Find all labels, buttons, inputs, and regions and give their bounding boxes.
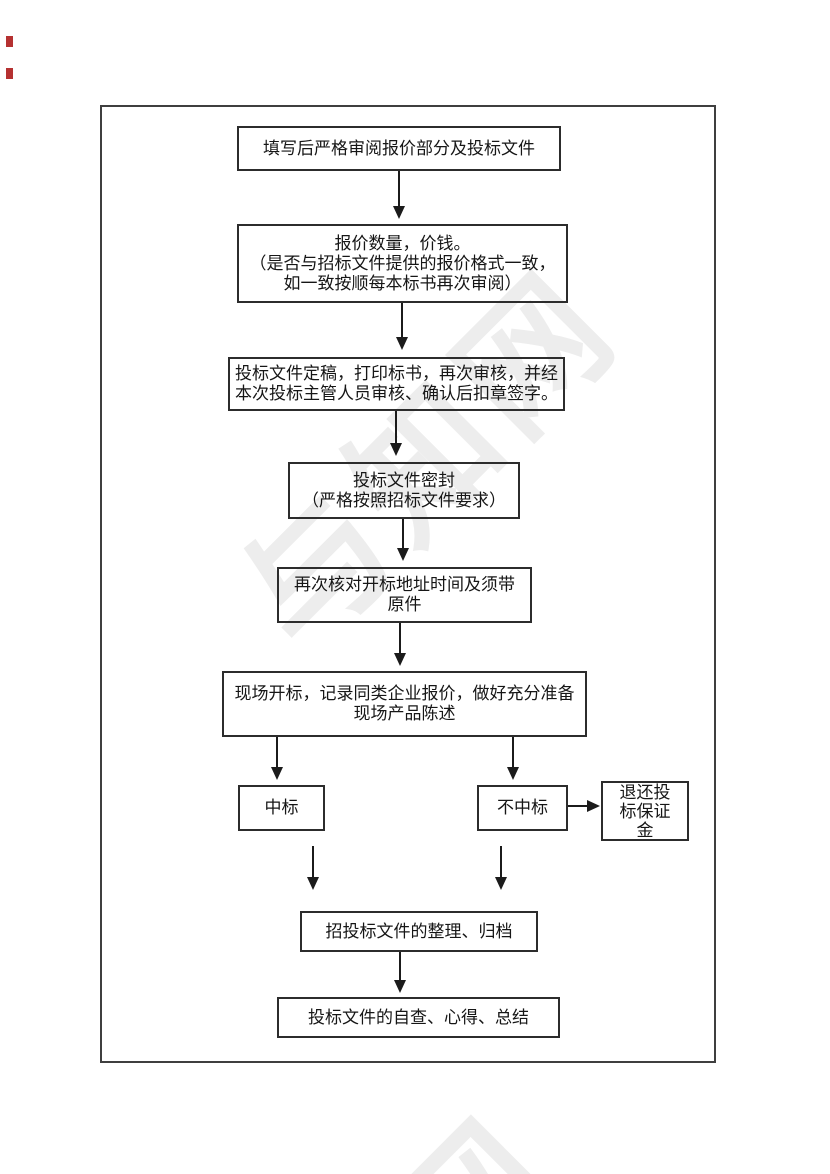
flow-step-verify-opening: 再次核对开标地址时间及须带 原件 — [277, 567, 532, 623]
arrowhead-lose-archive — [495, 877, 507, 890]
flow-step-finalize-print: 投标文件定稿，打印标书，再次审核，并经 本次投标主管人员审核、确认后扣章签字。 — [228, 357, 565, 411]
flow-step-refund-deposit: 退还投 标保证 金 — [601, 781, 689, 841]
arrowhead-win-archive — [307, 877, 319, 890]
red-edge-mark — [6, 36, 13, 47]
flow-step-archive-documents: 招投标文件的整理、归档 — [300, 911, 538, 952]
arrow-step2-step3 — [401, 303, 403, 337]
arrowhead-step6-lose — [507, 767, 519, 780]
arrow-step6-lose — [512, 737, 514, 767]
arrow-step4-step5 — [402, 519, 404, 548]
flow-step-lose-bid: 不中标 — [477, 785, 568, 831]
watermark-bottom-text: 网 — [332, 1061, 602, 1174]
arrow-archive-review — [399, 952, 401, 981]
arrow-step1-step2 — [398, 171, 400, 207]
arrow-lose-refund — [568, 805, 587, 807]
flow-step-seal-document: 投标文件密封 （严格按照招标文件要求） — [288, 462, 520, 519]
arrowhead-archive-review — [394, 980, 406, 993]
red-edge-mark — [6, 68, 13, 79]
flow-step-self-review-summary: 投标文件的自查、心得、总结 — [277, 997, 560, 1038]
arrowhead-step5-step6 — [394, 653, 406, 666]
flow-step-review-after-fill: 填写后严格审阅报价部分及投标文件 — [237, 126, 561, 171]
arrowhead-step2-step3 — [396, 337, 408, 350]
arrowhead-lose-refund — [587, 800, 600, 812]
arrow-step3-step4 — [395, 411, 397, 443]
arrow-lose-archive — [500, 846, 502, 878]
arrowhead-step3-step4 — [390, 443, 402, 456]
arrowhead-step1-step2 — [393, 206, 405, 219]
arrow-win-archive — [312, 846, 314, 878]
arrow-step5-step6 — [399, 623, 401, 653]
flow-step-onsite-opening: 现场开标，记录同类企业报价，做好充分准备 现场产品陈述 — [222, 671, 587, 737]
arrowhead-step6-win — [271, 767, 283, 780]
arrow-step6-win — [276, 737, 278, 767]
flow-step-quote-check: 报价数量，价钱。 （是否与招标文件提供的报价格式一致， 如一致按顺每本标书再次审… — [237, 224, 568, 303]
arrowhead-step4-step5 — [397, 548, 409, 561]
outer-border — [100, 105, 716, 1063]
flow-step-win-bid: 中标 — [238, 785, 325, 831]
